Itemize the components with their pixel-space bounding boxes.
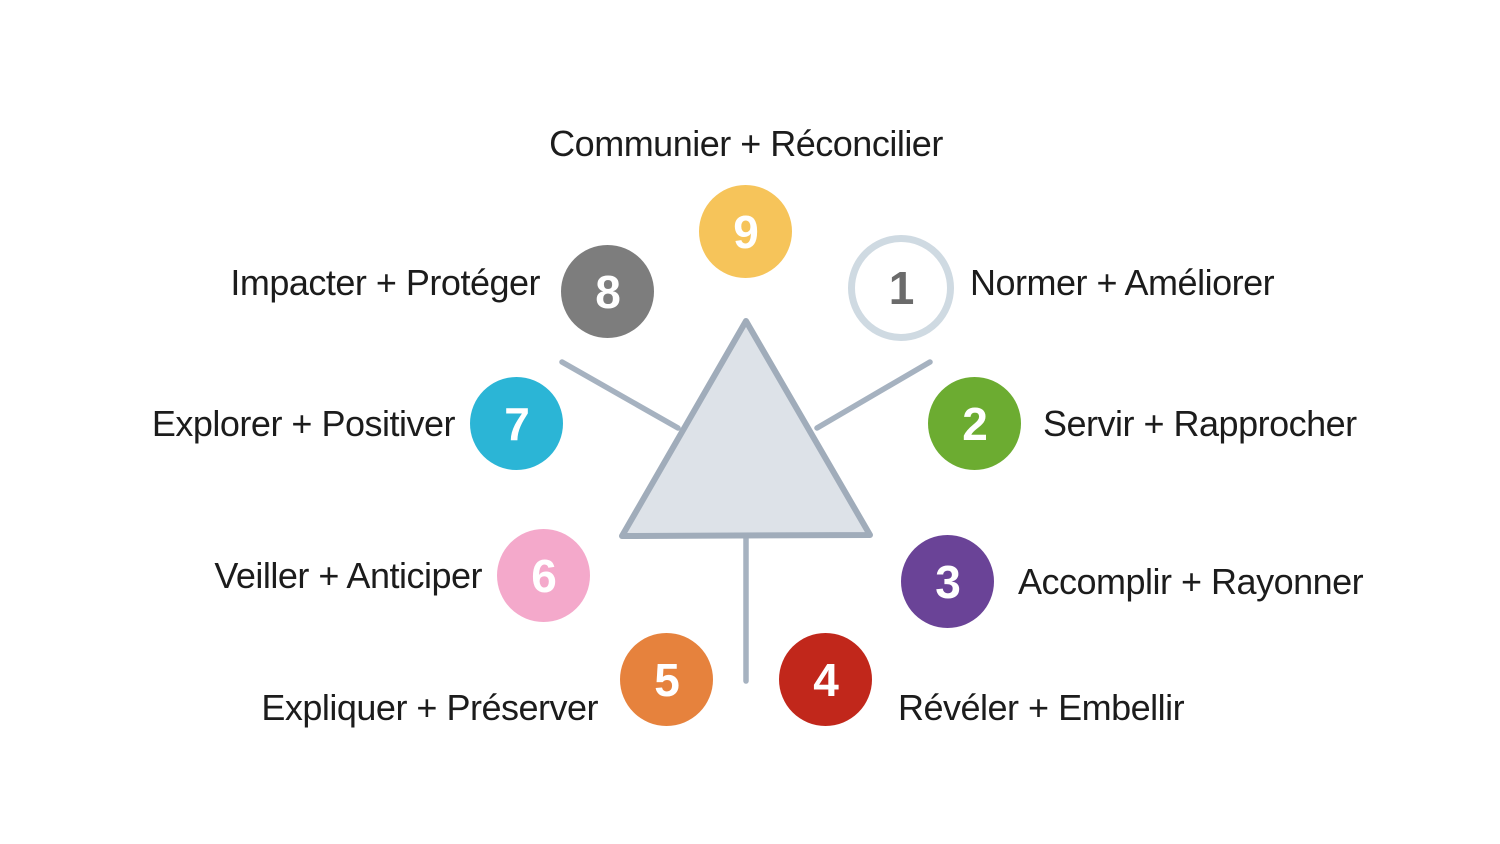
node-label-5: Expliquer + Préserver: [261, 687, 598, 728]
node-label-3: Accomplir + Rayonner: [1018, 561, 1364, 602]
node-number-9: 9: [733, 205, 759, 258]
node-label-9: Communier + Réconcilier: [549, 123, 943, 164]
node-number-7: 7: [504, 397, 530, 450]
node-label-4: Révéler + Embellir: [898, 687, 1185, 728]
wing-line-right: [814, 359, 933, 431]
node-circle-8: 8: [561, 245, 654, 338]
node-label-7: Explorer + Positiver: [151, 403, 456, 444]
node-number-2: 2: [962, 397, 988, 450]
node-number-8: 8: [595, 265, 621, 318]
node-number-5: 5: [654, 653, 680, 706]
node-number-3: 3: [935, 555, 961, 608]
node-circle-9: 9: [699, 185, 792, 278]
node-label-6: Veiller + Anticiper: [214, 555, 482, 596]
node-circle-7: 7: [470, 377, 563, 470]
triangle-shape: [619, 318, 873, 539]
node-number-1: 1: [888, 262, 915, 314]
wing-line-left: [559, 359, 681, 431]
node-label-1: Normer + Améliorer: [970, 262, 1275, 303]
node-circle-1: 1: [848, 235, 954, 341]
node-label-2: Servir + Rapprocher: [1043, 403, 1357, 444]
node-circle-5: 5: [620, 633, 713, 726]
node-number-4: 4: [813, 653, 839, 706]
node-circle-6: 6: [497, 529, 590, 622]
node-circle-4: 4: [779, 633, 872, 726]
node-circle-2: 2: [928, 377, 1021, 470]
node-label-8: Impacter + Protéger: [230, 262, 540, 303]
node-number-6: 6: [531, 549, 557, 602]
node-circle-3: 3: [901, 535, 994, 628]
